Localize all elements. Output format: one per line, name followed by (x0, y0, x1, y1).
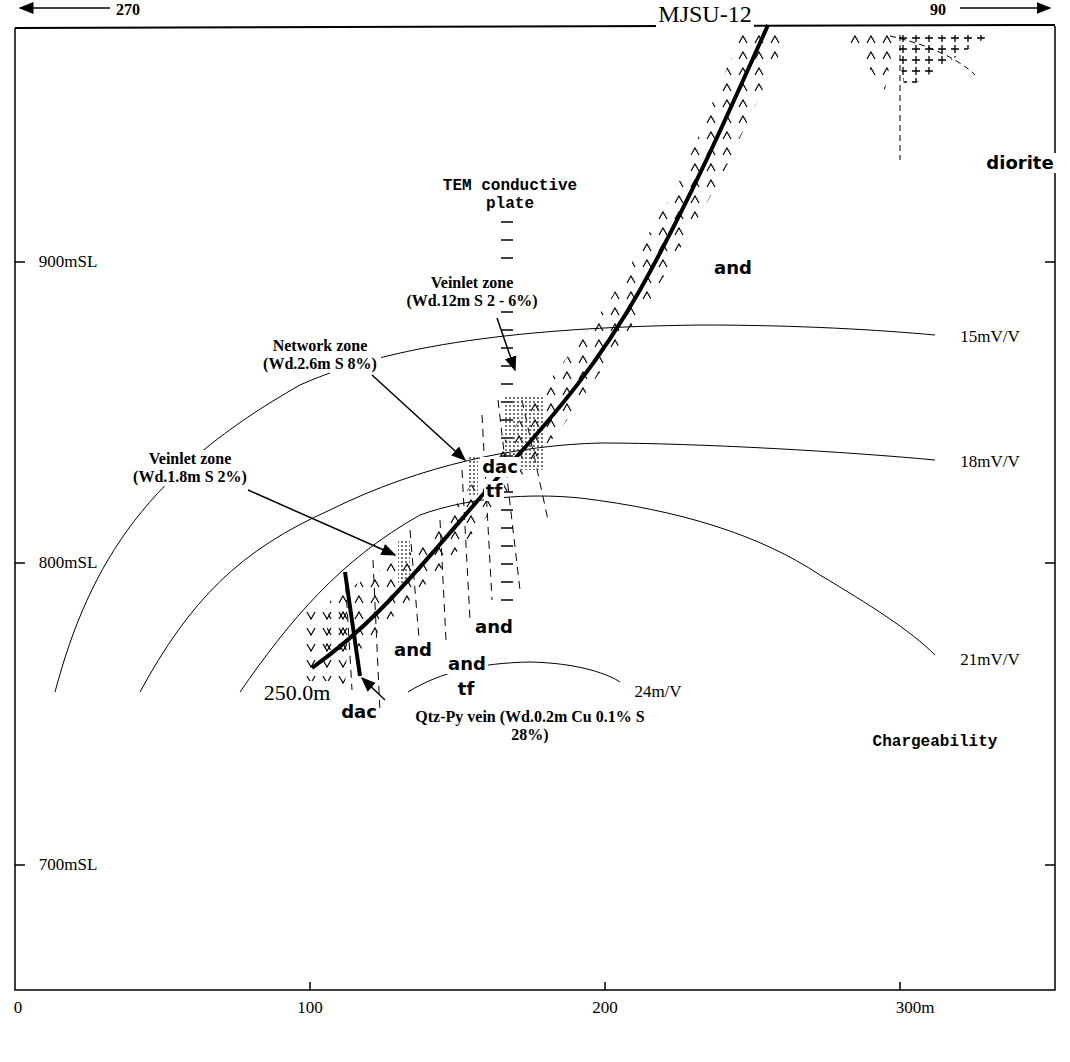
direction-label: 270 (114, 1, 142, 19)
zone-label: Veinlet zone (Wd.12m S 2 - 6%) (401, 274, 543, 309)
contour-label: 18mV/V (958, 453, 1022, 472)
rock-label: and (392, 640, 434, 660)
leaders (248, 318, 515, 700)
rock-label: and (473, 617, 515, 637)
rock-label: dac (480, 457, 520, 477)
axis-tick-label: 200 (590, 999, 620, 1018)
rock-label: and (446, 654, 488, 674)
geology (300, 25, 990, 712)
direction-label: 90 (928, 1, 948, 19)
geophysics-label: TEM conductive plate (438, 178, 582, 213)
zone-label: Veinlet zone (Wd.1.8m S 2%) (129, 450, 251, 485)
elevation-label: 700mSL (37, 856, 100, 875)
vein-label: Qtz-Py vein (Wd.0.2m Cu 0.1% S 28%) (408, 708, 652, 743)
axis-tick-label: 100 (295, 999, 325, 1018)
rock-label: dac (339, 702, 379, 722)
legend-title: Chargeability (871, 734, 1000, 752)
elevation-label: 800mSL (37, 554, 100, 573)
elevation-label: 900mSL (37, 253, 100, 272)
rock-label: tf (484, 481, 504, 501)
axis-tick-label: 0 (12, 999, 25, 1018)
contour-label: 21mV/V (958, 651, 1022, 670)
rock-label: diorite (984, 153, 1055, 173)
zone-label: Network zone (Wd.2.6m S 8%) (259, 337, 381, 372)
depth-label: 250.0m (262, 681, 333, 705)
axis-tick-label: 300m (894, 999, 937, 1018)
rock-label: tf (456, 679, 476, 699)
vein (345, 572, 360, 676)
chargeability-contours (55, 325, 935, 692)
contour-label: 24m/V (632, 683, 683, 702)
section-title: MJSU-12 (656, 1, 753, 27)
frame (15, 8, 1055, 990)
contour-label: 15mV/V (958, 328, 1022, 347)
rock-label: and (712, 258, 754, 278)
